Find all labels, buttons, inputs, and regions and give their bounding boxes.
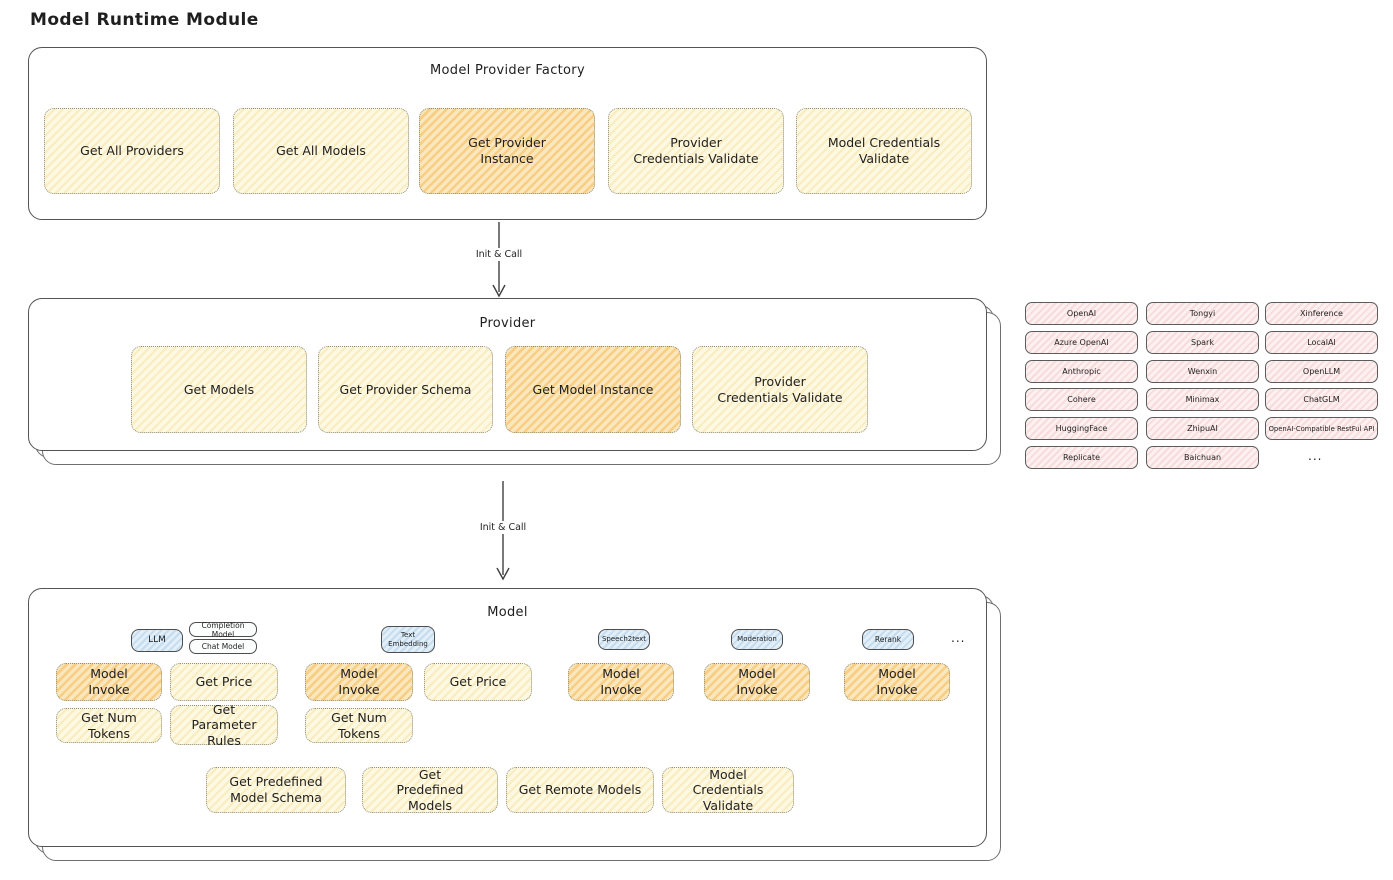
model-fn-get-num-tokens-llm: Get Num Tokens — [56, 708, 162, 743]
factory-item-get-all-providers: Get All Providers — [44, 108, 220, 194]
model-type-badge-speech2text: Speech2text — [598, 629, 650, 650]
provider-chip-zhipuai: ZhipuAI — [1146, 417, 1259, 440]
provider-chip-openllm: OpenLLM — [1265, 360, 1378, 383]
model-type-badge-completion-model: Completion Model — [189, 621, 257, 639]
model-type-badge-rerank: Rerank — [862, 629, 914, 650]
model-type-badge-text-embedding: Text Embedding — [381, 626, 435, 653]
model-fn-get-predefined-models: Get Predefined Models — [362, 767, 498, 813]
model-box: Model LLM Completion Model Chat Model Te… — [28, 588, 1001, 861]
provider-chip-spark: Spark — [1146, 331, 1259, 354]
provider-chip-wenxin: Wenxin — [1146, 360, 1259, 383]
provider-chip-openai-compatible-restful-api: OpenAI-Compatible RestFul API — [1265, 417, 1378, 440]
provider-chip-tongyi: Tongyi — [1146, 302, 1259, 325]
init-call-connector-top: Init & Call — [469, 222, 529, 298]
provider-chip-cohere: Cohere — [1025, 388, 1138, 411]
arrow-label: Init & Call — [472, 248, 526, 261]
model-provider-factory-box: Model Provider Factory Get All Providers… — [28, 47, 987, 220]
diagram-title: Model Runtime Module — [30, 10, 259, 30]
arrow-label: Init & Call — [476, 521, 530, 534]
factory-item-get-all-models: Get All Models — [233, 108, 409, 194]
model-fn-model-invoke-text-embedding: Model Invoke — [305, 663, 413, 701]
provider-item-get-model-instance: Get Model Instance — [505, 346, 681, 433]
model-fn-model-invoke-speech2text: Model Invoke — [568, 663, 674, 701]
provider-chip-openai: OpenAI — [1025, 302, 1138, 325]
model-type-badge-llm: LLM — [131, 629, 183, 652]
provider-item-provider-credentials-validate: Provider Credentials Validate — [692, 346, 868, 433]
model-fn-get-remote-models: Get Remote Models — [506, 767, 654, 813]
model-fn-get-parameter-rules: Get Parameter Rules — [170, 702, 278, 748]
provider-chip-minimax: Minimax — [1146, 388, 1259, 411]
model-fn-model-credentials-validate: Model Credentials Validate — [662, 767, 794, 813]
provider-chip-anthropic: Anthropic — [1025, 360, 1138, 383]
factory-item-provider-credentials-validate: Provider Credentials Validate — [608, 108, 784, 194]
provider-chip-xinference: Xinference — [1265, 302, 1378, 325]
provider-box: Provider Get Models Get Provider Schema … — [28, 298, 1001, 465]
provider-chip-chatglm: ChatGLM — [1265, 388, 1378, 411]
provider-chip-baichuan: Baichuan — [1146, 446, 1259, 469]
factory-item-model-credentials-validate: Model Credentials Validate — [796, 108, 972, 194]
model-fn-model-invoke-rerank: Model Invoke — [844, 663, 950, 701]
provider-item-get-provider-schema: Get Provider Schema — [318, 346, 493, 433]
init-call-connector-bottom: Init & Call — [473, 481, 533, 581]
provider-chips-more: ... — [1308, 449, 1323, 463]
model-types-more: ... — [951, 631, 966, 645]
model-fn-get-price-llm: Get Price — [170, 663, 278, 701]
model-type-badge-moderation: Moderation — [731, 629, 783, 650]
provider-chip-localai: LocalAI — [1265, 331, 1378, 354]
model-fn-get-predefined-model-schema: Get Predefined Model Schema — [206, 767, 346, 813]
factory-item-get-provider-instance: Get Provider Instance — [419, 108, 595, 194]
provider-chip-azure-openai: Azure OpenAI — [1025, 331, 1138, 354]
model-label: Model — [487, 605, 528, 620]
provider-chip-huggingface: HuggingFace — [1025, 417, 1138, 440]
model-fn-get-num-tokens-text-embedding: Get Num Tokens — [305, 708, 413, 743]
model-fn-model-invoke-llm: Model Invoke — [56, 663, 162, 701]
model-type-badge-chat-model: Chat Model — [189, 639, 257, 654]
model-provider-factory-label: Model Provider Factory — [430, 63, 585, 78]
provider-chip-replicate: Replicate — [1025, 446, 1138, 469]
model-fn-get-price-text-embedding: Get Price — [424, 663, 532, 701]
provider-item-get-models: Get Models — [131, 346, 307, 433]
model-fn-model-invoke-moderation: Model Invoke — [704, 663, 810, 701]
provider-label: Provider — [479, 316, 536, 331]
